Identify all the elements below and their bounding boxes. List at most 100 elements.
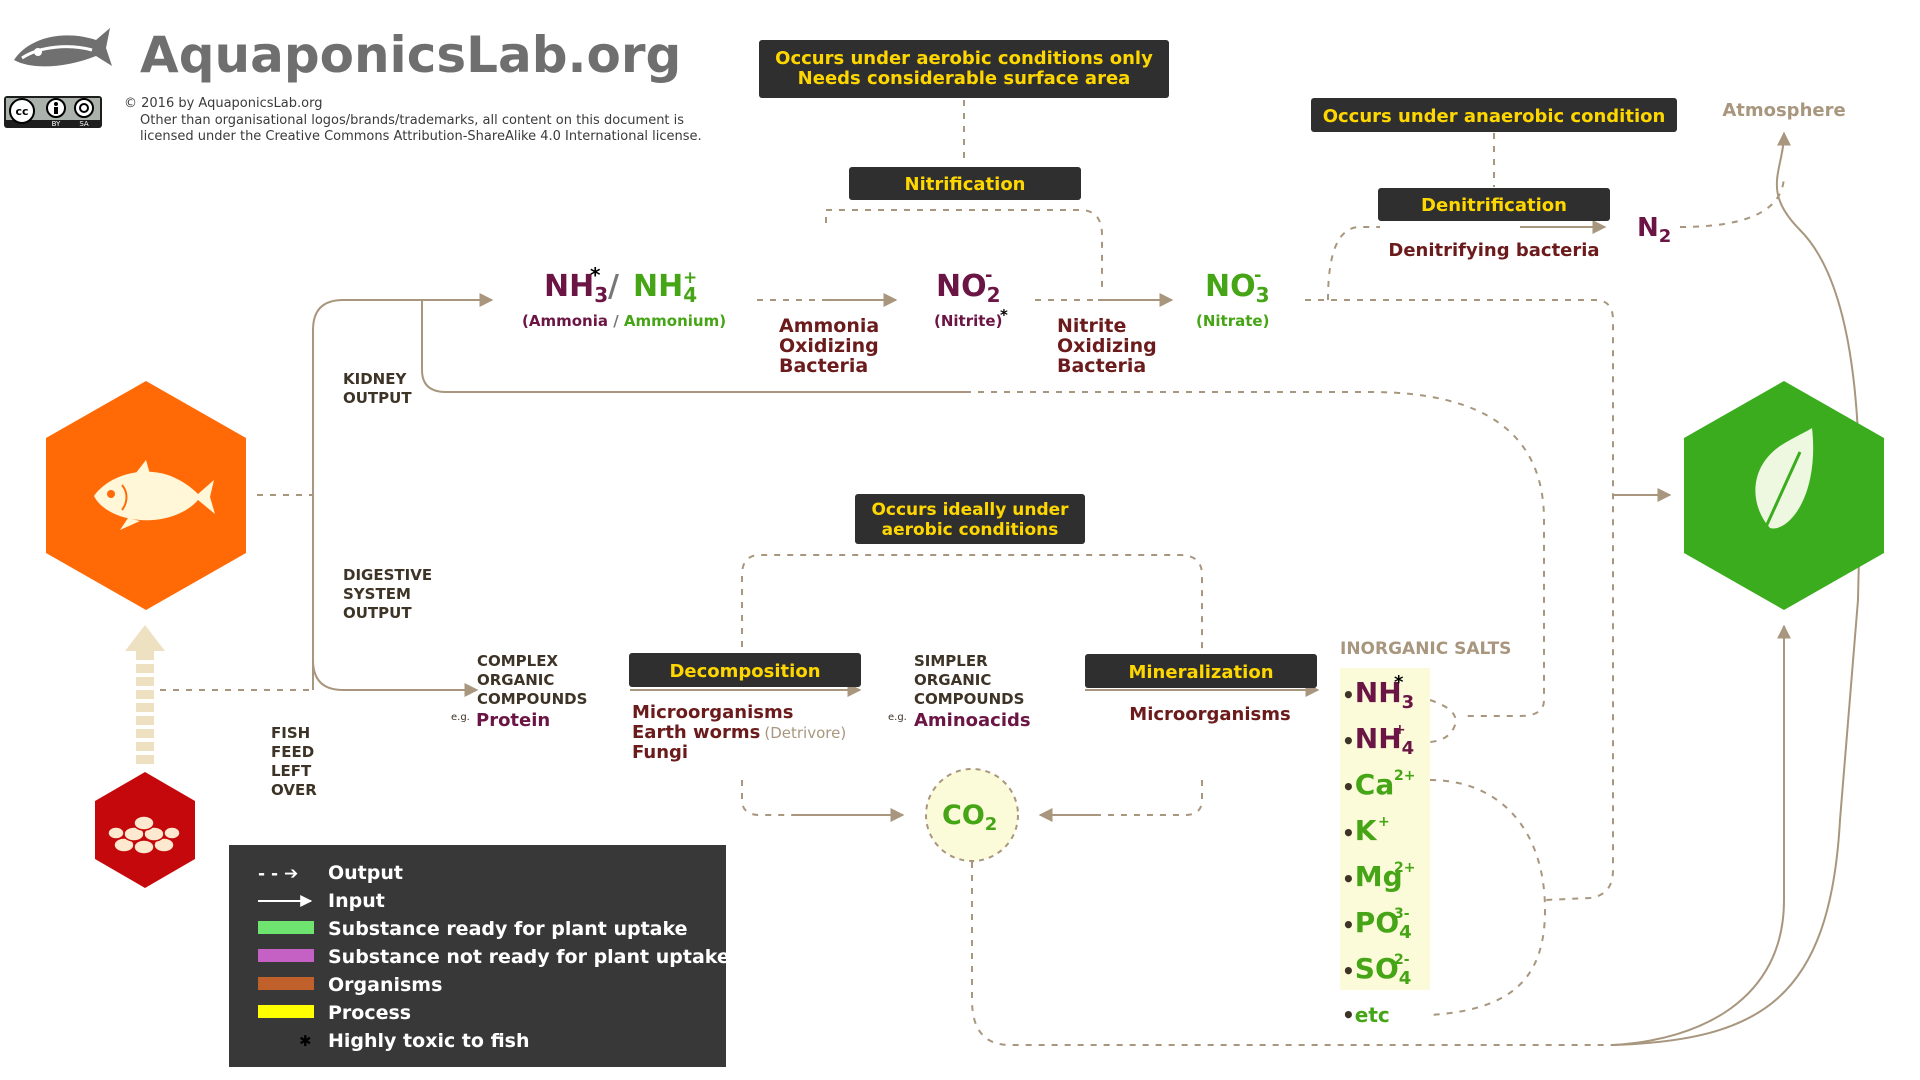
cc-icon: cc bbox=[15, 105, 28, 118]
process-denitrification-label: Denitrification bbox=[1421, 195, 1567, 216]
up-arrow-icon bbox=[125, 625, 165, 764]
simpler-eg: e.g. bbox=[888, 712, 907, 723]
complex-line-1: COMPLEX bbox=[477, 652, 558, 670]
legend-output-symbol: - - ➔ bbox=[258, 864, 298, 884]
no2-formula: NO2 bbox=[936, 269, 1001, 307]
site-title[interactable]: AquaponicsLab.org bbox=[140, 26, 681, 84]
note-nitrification-line-2: Needs considerable surface area bbox=[798, 68, 1131, 89]
co2-formula: CO2 bbox=[942, 800, 997, 835]
fish-node[interactable] bbox=[46, 381, 246, 610]
decomposer-line-1: Microorganisms bbox=[632, 702, 793, 723]
process-nitrification[interactable]: Nitrification bbox=[849, 167, 1081, 200]
feed-line-1: FISH bbox=[271, 724, 310, 742]
salt-so4: •SO4 bbox=[1342, 952, 1411, 989]
feed-line-2: FEED bbox=[271, 743, 314, 761]
ammonia-ammonium: NH3 * / NH4 + (Ammonia / Ammonium) bbox=[522, 263, 726, 330]
salt-mg: •Mg bbox=[1342, 860, 1403, 893]
salt-base: NH bbox=[1355, 722, 1402, 755]
digestive-output: DIGESTIVE SYSTEM OUTPUT bbox=[343, 566, 432, 622]
name-close: ) bbox=[719, 312, 726, 330]
simpler-line-3: COMPOUNDS bbox=[914, 690, 1024, 708]
legend-input-label: Input bbox=[328, 890, 385, 912]
decomposer-line-2: Earth worms(Detrivore) bbox=[632, 722, 846, 743]
legend-toxic-symbol: ✱ bbox=[299, 1032, 312, 1050]
decomposers: Microorganisms Earth worms(Detrivore) Fu… bbox=[632, 702, 846, 763]
nitrite-oxidizing-bacteria: Nitrite Oxidizing Bacteria bbox=[1057, 315, 1157, 377]
fish-feed-pellets-icon bbox=[107, 815, 181, 855]
nob-line-3: Bacteria bbox=[1057, 355, 1146, 377]
salt-po4: •PO4 bbox=[1342, 906, 1412, 943]
legend-ready-label: Substance ready for plant uptake bbox=[328, 918, 688, 940]
nh3-formula: NH3 bbox=[544, 269, 608, 307]
nitrite-toxic-mark: * bbox=[1000, 306, 1008, 324]
simpler-organic-compounds: SIMPLER ORGANIC COMPOUNDS e.g. Aminoacid… bbox=[888, 652, 1031, 731]
salt-k: •K bbox=[1342, 814, 1378, 847]
atmosphere-label: Atmosphere bbox=[1722, 100, 1845, 121]
salt-base: NH bbox=[1355, 676, 1402, 709]
salts-title: INORGANIC SALTS bbox=[1340, 639, 1511, 659]
nob-line-1: Nitrite bbox=[1057, 315, 1126, 337]
feed-line-3: LEFT bbox=[271, 762, 312, 780]
process-mineralization[interactable]: Mineralization bbox=[1085, 654, 1317, 688]
fish-logo-icon bbox=[14, 28, 112, 67]
n2-base: N bbox=[1637, 213, 1659, 243]
salt-bullet: • bbox=[1342, 913, 1355, 937]
ammonia-name: Ammonia bbox=[529, 312, 608, 330]
earth-worms: Earth worms bbox=[632, 722, 760, 743]
salt-bullet: • bbox=[1342, 867, 1355, 891]
cc-sa-label: SA bbox=[79, 120, 89, 128]
legend-ready-swatch bbox=[258, 921, 314, 934]
salt-bullet: • bbox=[1342, 959, 1355, 983]
aob-line-3: Bacteria bbox=[779, 355, 868, 377]
aob-line-2: Oxidizing bbox=[779, 335, 879, 357]
nh4-sub: 4 bbox=[683, 283, 697, 307]
decomposer-line-3: Fungi bbox=[632, 742, 688, 763]
cc-by-label: BY bbox=[52, 120, 61, 128]
salt-subscript: 3 bbox=[1402, 692, 1415, 713]
leaf-icon bbox=[1755, 428, 1814, 541]
digestive-line-1: DIGESTIVE bbox=[343, 566, 432, 584]
salt-subscript: 4 bbox=[1399, 922, 1412, 943]
ammonia-oxidizing-bacteria: Ammonia Oxidizing Bacteria bbox=[779, 315, 879, 377]
salt-superscript: * bbox=[1394, 672, 1404, 693]
process-decomposition[interactable]: Decomposition bbox=[629, 653, 861, 687]
digestive-line-2: SYSTEM bbox=[343, 585, 411, 603]
fish-icon bbox=[94, 460, 215, 530]
kidney-line-1: KIDNEY bbox=[343, 370, 407, 388]
digestive-line-3: OUTPUT bbox=[343, 604, 412, 622]
n2-formula: N2 bbox=[1637, 213, 1671, 247]
n2-sub: 2 bbox=[1659, 226, 1672, 247]
no3-formula: NO3 bbox=[1205, 269, 1270, 307]
process-mineralization-label: Mineralization bbox=[1128, 662, 1273, 683]
note-decomposition-line-1: Occurs ideally under bbox=[871, 500, 1069, 520]
etc-bullet: • bbox=[1342, 1003, 1355, 1027]
salt-superscript: 2- bbox=[1394, 952, 1410, 968]
salts-etc: •etc bbox=[1342, 1003, 1390, 1027]
name-open: ( bbox=[522, 312, 529, 330]
salt-bullet: • bbox=[1342, 775, 1355, 799]
nh3-base: NH bbox=[544, 269, 594, 304]
note-denitrification: Occurs under anaerobic condition bbox=[1311, 98, 1677, 132]
license-line-1: Other than organisational logos/brands/t… bbox=[140, 113, 684, 128]
no2-sub: 2 bbox=[987, 283, 1001, 307]
process-nitrification-label: Nitrification bbox=[905, 174, 1026, 195]
feed-node[interactable] bbox=[95, 772, 195, 888]
note-decomposition: Occurs ideally under aerobic conditions bbox=[855, 494, 1085, 544]
process-denitrification[interactable]: Denitrification bbox=[1378, 188, 1610, 221]
plant-node[interactable] bbox=[1684, 381, 1884, 610]
complex-line-3: COMPOUNDS bbox=[477, 690, 587, 708]
salt-base: PO bbox=[1355, 906, 1399, 939]
nitrate-name: (Nitrate) bbox=[1196, 312, 1269, 330]
salt-superscript: 2+ bbox=[1394, 860, 1415, 876]
nh4-charge: + bbox=[683, 268, 697, 288]
note-denitrification-text: Occurs under anaerobic condition bbox=[1323, 106, 1666, 127]
complex-organic-compounds: COMPLEX ORGANIC COMPOUNDS e.g. Protein bbox=[451, 652, 587, 731]
legend-toxic-label: Highly toxic to fish bbox=[328, 1030, 530, 1052]
salt-superscript: + bbox=[1394, 722, 1406, 738]
note-decomposition-line-2: aerobic conditions bbox=[882, 520, 1059, 540]
salt-bullet: • bbox=[1342, 729, 1355, 753]
salt-superscript: + bbox=[1378, 814, 1390, 830]
no2-charge: - bbox=[985, 265, 992, 286]
